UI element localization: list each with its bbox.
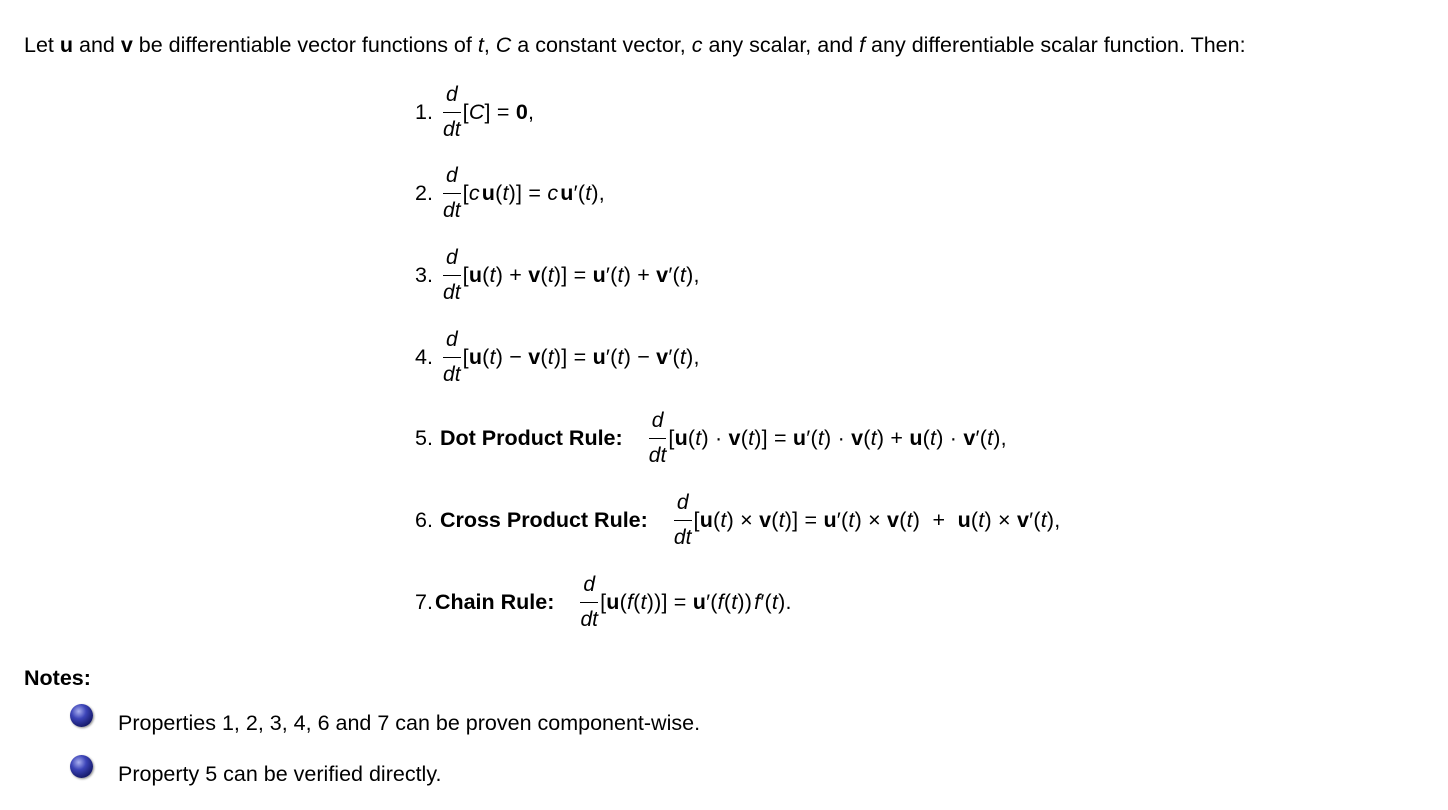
formula: [c u(t)] = c u′(t), [462, 181, 605, 205]
property-number: 3. [415, 263, 433, 287]
formula: [C] = 0, [462, 100, 535, 124]
note-item: Property 5 can be verified directly. [70, 754, 441, 786]
property-number: 4. [415, 345, 433, 369]
notes-heading: Notes: [24, 666, 91, 690]
formula: [u(t) − v(t)] = u′(t) − v′(t), [462, 345, 700, 369]
formula: [u(t) · v(t)] = u′(t) · v(t) + u(t) · v′… [668, 426, 1007, 450]
property-label: Cross Product Rule: [439, 508, 648, 532]
note-item: Properties 1, 2, 3, 4, 6 and 7 can be pr… [70, 703, 700, 735]
property-number: 5. [415, 426, 433, 450]
property-number: 7. [415, 590, 433, 614]
property-number: 6. [415, 508, 433, 532]
property-number: 1. [415, 100, 433, 124]
property-number: 2. [415, 181, 433, 205]
formula: [u(f(t))] = u′(f(t)) f′(t). [600, 590, 792, 614]
bullet-icon [70, 755, 93, 778]
property-label: Dot Product Rule: [439, 426, 623, 450]
property-label: Chain Rule: [434, 590, 555, 614]
note-text: Property 5 can be verified directly. [118, 762, 442, 786]
formula: [u(t) × v(t)] = u′(t) × v(t) + u(t) × v′… [693, 508, 1061, 532]
note-text: Properties 1, 2, 3, 4, 6 and 7 can be pr… [118, 711, 701, 735]
bullet-icon [70, 704, 93, 727]
intro-paragraph: Let u and v be differentiable vector fun… [24, 33, 1246, 57]
formula: [u(t) + v(t)] = u′(t) + v′(t), [462, 263, 700, 287]
